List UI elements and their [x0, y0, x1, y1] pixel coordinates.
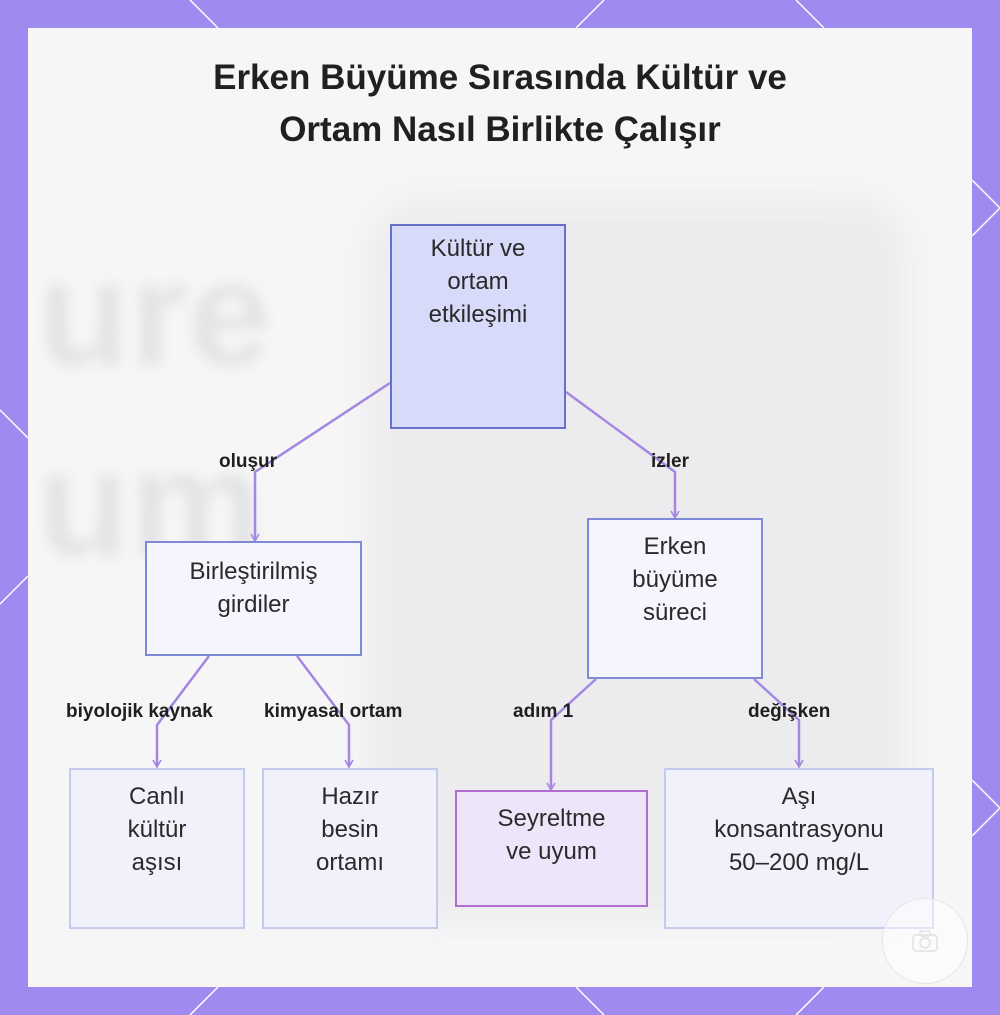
title-line-2: Ortam Nasıl Birlikte Çalışır [279, 110, 721, 149]
node-text-line: girdiler [217, 591, 290, 618]
node-text-line: büyüme [632, 566, 718, 593]
node-text-line: ortamı [315, 849, 384, 876]
edge-growth-to-inoculum [753, 678, 801, 766]
camera-icon [912, 930, 938, 952]
node-early-growth-process: Erken büyüme süreci [587, 518, 763, 679]
edge-label-chemical-medium: kimyasal ortam [264, 701, 403, 722]
edge-label-step: adım 1 [513, 701, 574, 722]
edge-combined-to-live [155, 655, 210, 766]
edge-label-biological-source: biyolojik kaynak [66, 701, 213, 722]
node-text-line: aşısı [131, 849, 183, 876]
node-text-line: Birleştirilmiş [189, 558, 318, 585]
node-text-line: 50–200 mg/L [728, 849, 870, 876]
node-text-line: Kültür ve [430, 235, 526, 262]
node-culture-medium-interaction: Kültür ve ortam etkileşimi [390, 224, 566, 429]
node-dilution-adaptation: Seyreltme ve uyum [455, 790, 648, 907]
node-text-line: Aşı [781, 783, 817, 810]
edge-root-to-combined [253, 381, 391, 540]
node-ready-nutrient-medium: Hazır besin ortamı [262, 768, 438, 929]
node-text-line: süreci [642, 599, 707, 626]
node-text-line: konsantrasyonu [714, 816, 884, 843]
node-text-line: Seyreltme [497, 805, 606, 832]
edge-combined-to-medium [296, 655, 351, 766]
node-text-line: Canlı [128, 783, 186, 810]
node-text-line: Hazır [321, 783, 379, 810]
node-inoculum-concentration: Aşı konsantrasyonu 50–200 mg/L [664, 768, 934, 929]
node-combined-inputs: Birleştirilmiş girdiler [145, 541, 362, 656]
node-text-line: ve uyum [506, 838, 597, 865]
edge-growth-to-dilution [549, 678, 597, 789]
node-text-line: kültür [127, 816, 187, 843]
edge-label-variable: değişken [748, 701, 831, 722]
edge-label-forms: oluşur [219, 451, 278, 472]
watermark-badge [882, 898, 968, 984]
edge-root-to-growth [565, 390, 677, 517]
node-text-line: besin [321, 816, 379, 843]
diagram-title: Erken Büyüme Sırasında Kültür ve Ortam N… [0, 52, 1000, 156]
node-text-line: etkileşimi [428, 301, 528, 328]
title-line-1: Erken Büyüme Sırasında Kültür ve [213, 58, 787, 97]
node-live-culture-inoculum: Canlı kültür aşısı [69, 768, 245, 929]
edge-label-follows: izler [651, 451, 690, 472]
node-text-line: ortam [447, 268, 509, 295]
node-text-line: Erken [643, 533, 707, 560]
